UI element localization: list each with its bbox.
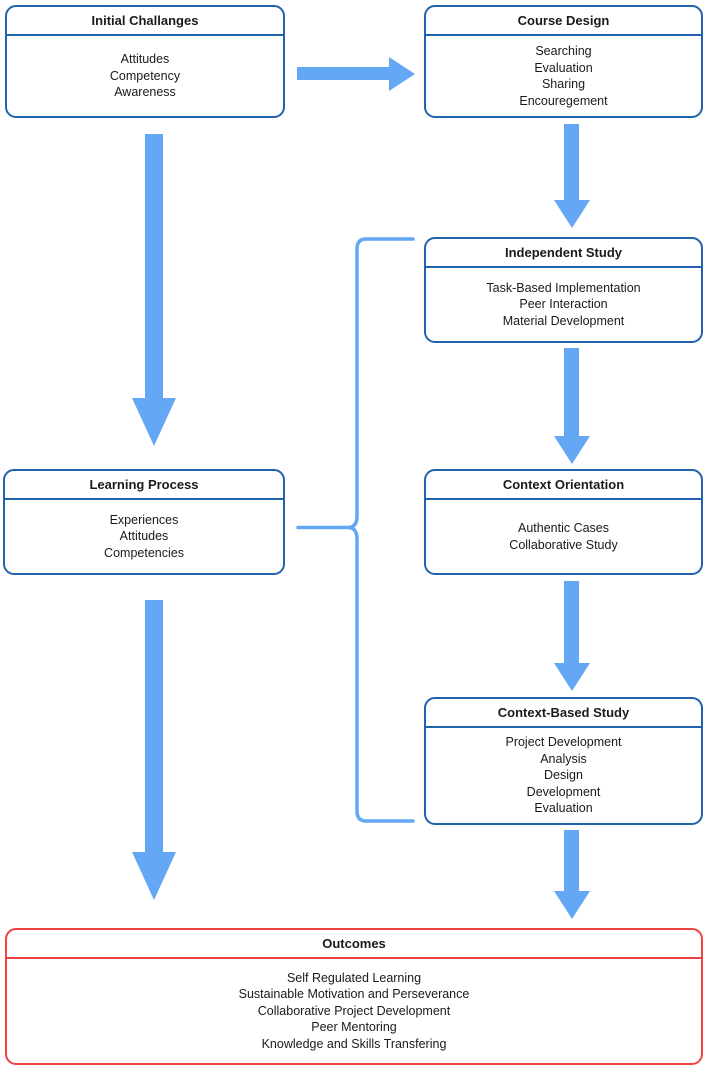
arrow-head: [132, 398, 176, 446]
arrow-shaft: [145, 134, 163, 400]
box-item: Design: [544, 768, 583, 783]
box-item: Sharing: [541, 77, 586, 91]
box-item: Evaluation: [534, 801, 593, 816]
arrow-orientation-to-contextbased: [554, 581, 590, 691]
box-item: Peer Interaction: [519, 297, 608, 312]
box-item: Encouregement: [519, 93, 608, 108]
box-item: Authentic Cases: [517, 521, 610, 535]
arrow-initial-to-course: [297, 57, 415, 91]
box-item: Awareness: [114, 85, 176, 100]
arrow-head: [389, 57, 415, 91]
brace-path: [346, 237, 415, 823]
arrow-head: [554, 891, 590, 919]
box-context-based-study-title: Context-Based Study: [426, 699, 701, 728]
box-item: Task-Based Implementation: [486, 280, 641, 295]
box-item: Material Development: [502, 313, 625, 328]
box-item: Competency: [109, 68, 181, 83]
box-item: Project Development: [505, 735, 622, 750]
box-outcomes-title: Outcomes: [7, 930, 701, 959]
box-item: Development: [526, 784, 601, 799]
box-item: Attitudes: [120, 52, 170, 67]
arrow-shaft: [564, 348, 579, 437]
box-course-design-title: Course Design: [426, 7, 701, 36]
box-item: Collaborative Project Development: [257, 1003, 451, 1018]
box-item: Competencies: [104, 545, 184, 560]
box-learning-process-title: Learning Process: [5, 471, 283, 500]
arrow-shaft: [564, 830, 579, 892]
box-item: Analysis: [540, 751, 587, 766]
arrow-head: [132, 852, 176, 900]
arrow-head: [554, 436, 590, 464]
arrow-shaft: [297, 67, 389, 80]
box-item: Searching: [535, 44, 592, 58]
arrow-head: [554, 663, 590, 691]
box-independent-study: Independent Study Task-Based Implementat…: [424, 237, 703, 343]
arrow-contextbased-to-outcomes: [554, 830, 590, 919]
arrow-head: [554, 200, 590, 228]
arrow-course-to-independent: [554, 124, 590, 228]
arrow-independent-to-orientation: [554, 348, 590, 464]
box-independent-study-title: Independent Study: [426, 239, 701, 268]
box-item: Knowledge and Skills Transfering: [261, 1036, 447, 1051]
box-item: Sustainable Motivation and Perseverance: [238, 987, 470, 1002]
box-item: Peer Mentoring: [311, 1020, 397, 1035]
box-item: Evaluation: [534, 60, 593, 75]
box-item: Attitudes: [119, 529, 169, 544]
box-item: Collaborative Study: [509, 537, 618, 552]
box-item: Experiences: [109, 512, 179, 527]
arrow-shaft: [145, 600, 163, 854]
arrow-initial-to-learning: [132, 134, 176, 446]
box-context-orientation-title: Context Orientation: [426, 471, 701, 500]
box-initial-challenges-title: Initial Challanges: [7, 7, 283, 36]
box-item: Self Regulated Learning: [286, 970, 422, 985]
arrow-learning-to-outcomes: [132, 600, 176, 900]
arrow-shaft: [564, 581, 579, 664]
arrow-shaft: [564, 124, 579, 201]
